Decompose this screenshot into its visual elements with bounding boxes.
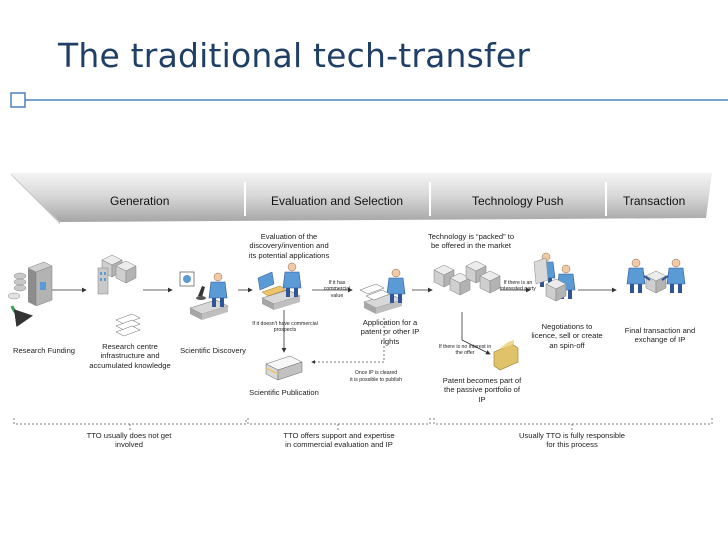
books-icon (115, 313, 141, 337)
label-scientific-discovery: Scientific Discovery (180, 346, 246, 355)
label-interested-party: If there is an interested party (500, 280, 536, 293)
label-possible-publish: it is possible to publish (350, 377, 402, 383)
stage-generation: Generation (110, 194, 170, 208)
bracket-evaluation (247, 418, 431, 430)
note-tto-responsible: Usually TTO is fully responsible for thi… (518, 431, 626, 450)
note-tto-support: TTO offers support and expertise in comm… (283, 431, 395, 450)
label-negotiations: Negotiations to licence, sell or create … (531, 322, 603, 350)
label-commercial-value: If it has commercial value (323, 280, 351, 299)
applicant-icon (359, 268, 406, 315)
label-final-transaction: Final transaction and exchange of IP (624, 326, 696, 345)
stage-transaction: Transaction (623, 194, 686, 208)
label-technology-packed: Technology is “packed” to be offered in … (427, 232, 515, 251)
stage-band (10, 173, 712, 224)
negotiators-icon (533, 252, 576, 302)
arrow-application-to-publication (311, 318, 385, 364)
scientist-icon (179, 271, 229, 321)
label-research-funding: Research Funding (12, 346, 76, 355)
bracket-generation (13, 418, 247, 430)
buildings-icon (97, 254, 137, 295)
label-no-interest: If there is no interest in the offer (438, 344, 492, 357)
evaluator-icon (257, 262, 302, 311)
coins-icon (7, 272, 27, 300)
label-research-centre: Research centre infrastructure and accum… (89, 342, 171, 370)
note-tto-not-involved: TTO usually does not get involved (86, 431, 172, 450)
label-scientific-publication: Scientific Publication (249, 388, 319, 397)
label-no-prospects: If it doesn't have commercial prospects (252, 321, 318, 334)
label-passive-portfolio: Patent becomes part of the passive portf… (442, 376, 522, 404)
stage-evaluation-selection: Evaluation and Selection (271, 194, 404, 208)
bracket-push-transaction (433, 418, 713, 430)
title-rule (10, 92, 728, 108)
exchange-icon (626, 258, 686, 294)
safe-icon (27, 261, 53, 307)
folder-icon (493, 340, 519, 371)
band-shape (10, 173, 712, 222)
label-once-ip-cleared: Once IP is cleared (354, 370, 398, 376)
label-application: Application for a patent or other IP rig… (360, 318, 420, 346)
publication-stack-icon (265, 355, 303, 381)
arrow-to-passive-portfolio (461, 339, 491, 355)
stage-technology-push: Technology Push (472, 194, 564, 208)
band-tail (10, 173, 60, 224)
green-arrow-icon (10, 305, 33, 328)
page-title: The traditional tech-transfer (58, 36, 531, 75)
label-evaluation: Evaluation of the discovery/invention an… (248, 232, 330, 260)
packages-icon (433, 260, 501, 296)
